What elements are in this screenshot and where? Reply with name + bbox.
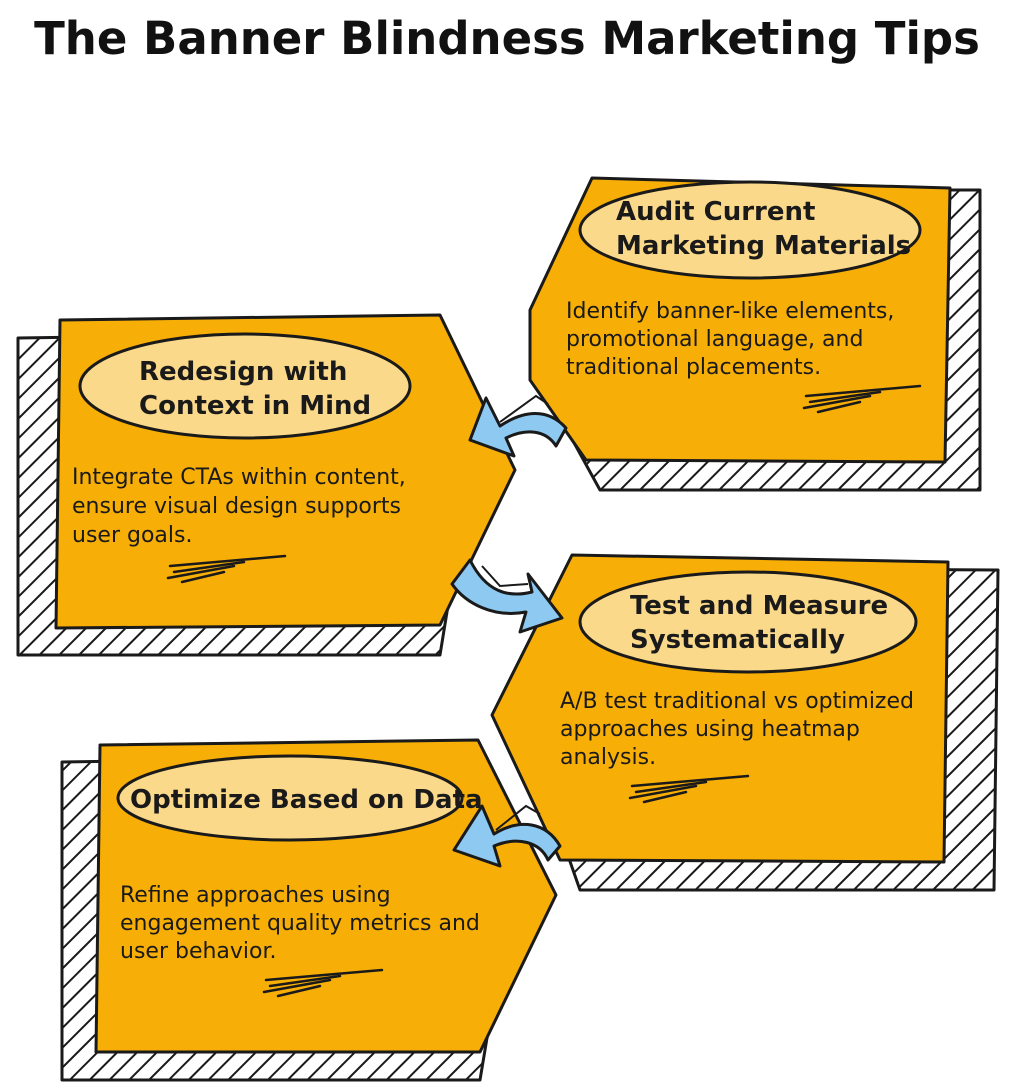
arrow-icon bbox=[452, 804, 562, 868]
description-line: Identify banner-like elements, bbox=[566, 299, 894, 324]
step-heading: Audit Current Marketing Materials bbox=[616, 197, 911, 261]
step-description: Identify banner-like elements, promotion… bbox=[566, 299, 901, 380]
step-card-redesign: Redesign with Context in Mind Integrate … bbox=[16, 313, 517, 657]
heading-pill bbox=[578, 180, 922, 280]
heading-line: Marketing Materials bbox=[616, 231, 911, 261]
heading-line: Context in Mind bbox=[139, 391, 371, 421]
step-card-test: Test and Measure Systematically A/B test… bbox=[490, 553, 1000, 892]
heading-line: Optimize Based on Data bbox=[130, 785, 483, 815]
heading-pill bbox=[116, 754, 464, 842]
step-heading: Test and Measure Systematically bbox=[630, 591, 897, 655]
step-description: Refine approaches using engagement quali… bbox=[120, 883, 487, 964]
description-line: approaches using heatmap bbox=[560, 717, 860, 742]
page-title: The Banner Blindness Marketing Tips bbox=[34, 12, 980, 65]
description-line: engagement quality metrics and bbox=[120, 911, 480, 936]
heading-line: Redesign with bbox=[139, 357, 347, 387]
scribble-mark bbox=[166, 554, 287, 584]
scribble-mark bbox=[802, 384, 922, 414]
step-description: A/B test traditional vs optimized approa… bbox=[560, 689, 921, 770]
scribble-mark bbox=[628, 774, 750, 804]
description-line: user behavior. bbox=[120, 939, 277, 964]
description-line: Integrate CTAs within content, bbox=[72, 465, 406, 490]
description-line: Refine approaches using bbox=[120, 883, 391, 908]
step-card-audit: Audit Current Marketing Materials Identi… bbox=[528, 176, 982, 492]
description-line: traditional placements. bbox=[566, 355, 821, 380]
description-line: analysis. bbox=[560, 745, 656, 770]
heading-line: Audit Current bbox=[616, 197, 815, 227]
arrow-icon bbox=[450, 558, 564, 634]
heading-pill bbox=[578, 570, 918, 674]
step-description: Integrate CTAs within content, ensure vi… bbox=[72, 465, 413, 548]
description-line: promotional language, and bbox=[566, 327, 863, 352]
step-heading: Redesign with Context in Mind bbox=[139, 357, 371, 421]
step-card-optimize: Optimize Based on Data Refine approaches… bbox=[60, 738, 558, 1082]
heading-line: Systematically bbox=[630, 625, 845, 655]
description-line: ensure visual design supports bbox=[72, 494, 401, 519]
description-line: user goals. bbox=[72, 523, 192, 548]
heading-line: Test and Measure bbox=[630, 591, 888, 621]
arrow-icon bbox=[468, 394, 568, 458]
step-heading: Optimize Based on Data bbox=[130, 785, 483, 815]
description-line: A/B test traditional vs optimized bbox=[560, 689, 914, 714]
heading-pill bbox=[78, 332, 412, 440]
scribble-mark bbox=[262, 968, 384, 998]
